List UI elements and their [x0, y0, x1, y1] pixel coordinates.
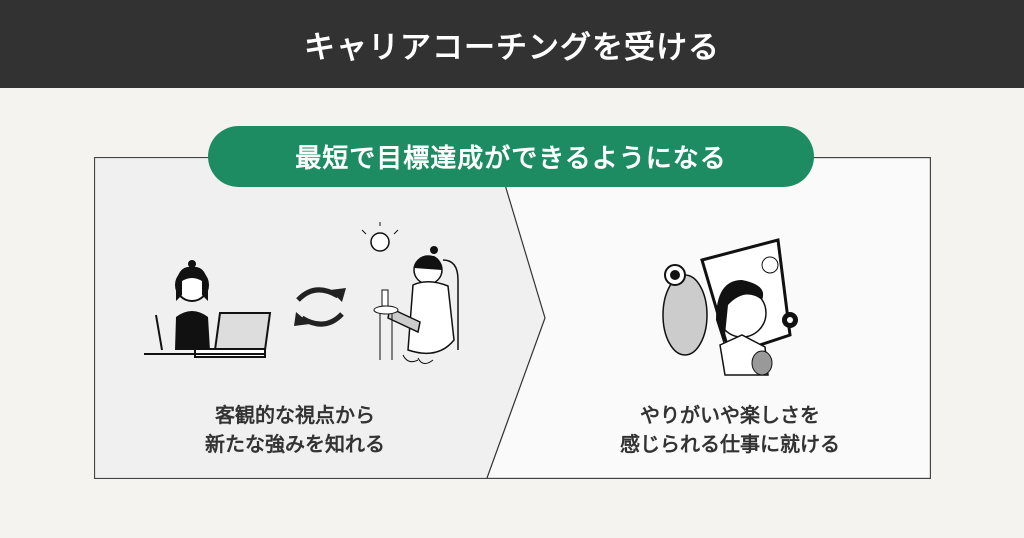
left-caption: 客観的な視点から 新たな強みを知れる — [150, 401, 440, 459]
right-caption-line1: やりがいや楽しさを — [640, 403, 820, 427]
page-title: キャリアコーチングを受ける — [0, 0, 1024, 88]
thinking-woman-illustration — [361, 222, 459, 364]
left-caption-line1: 客観的な視点から — [215, 403, 375, 427]
right-caption: やりがいや楽しさを 感じられる仕事に就ける — [580, 401, 880, 459]
woman-laptop-illustration — [144, 260, 272, 358]
exchange-arrows-icon — [294, 287, 346, 327]
goal-banner: 最短で目標達成ができるようになる — [208, 126, 814, 187]
left-caption-line2: 新たな強みを知れる — [205, 432, 385, 456]
right-caption-line2: 感じられる仕事に就ける — [620, 432, 840, 456]
happy-woman-illustration — [662, 238, 798, 376]
